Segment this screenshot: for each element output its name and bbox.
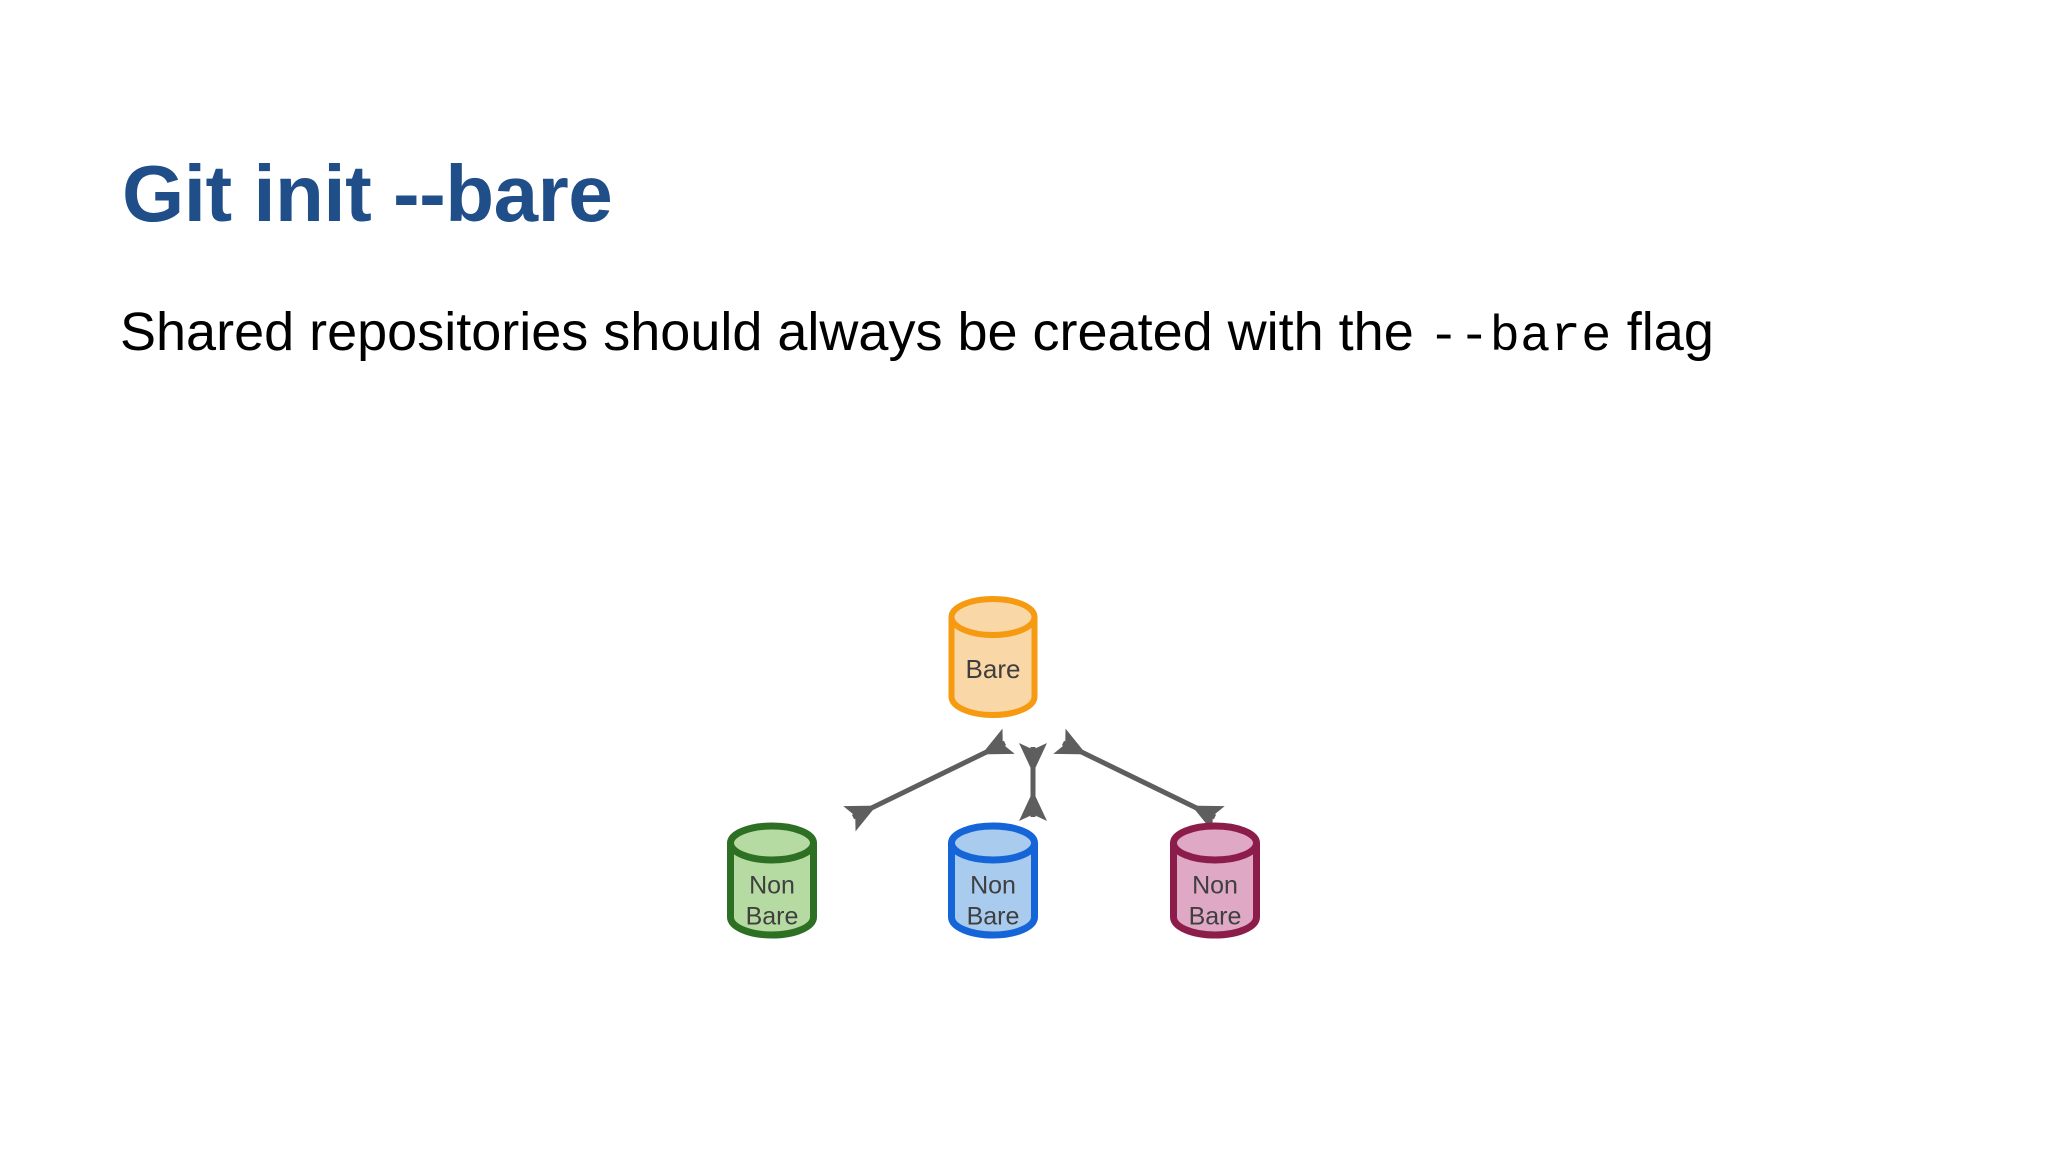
cylinder-green-label-line1: Non: [749, 872, 795, 900]
cylinder-bare[interactable]: Bare: [948, 596, 1115, 718]
body-text-segment-2: flag: [1611, 302, 1714, 362]
body-text-flag-dashes: --: [1428, 309, 1490, 366]
repository-topology-diagram: Bare Non Bare Non Bare Non Bare: [640, 520, 1420, 1060]
cylinder-pink-label-line1: Non: [1192, 872, 1238, 900]
cylinder-blue-label-line2: Bare: [967, 903, 1020, 931]
cylinder-non-bare-green[interactable]: Non Bare: [727, 822, 817, 939]
cylinder-non-bare-blue[interactable]: Non Bare: [948, 822, 1038, 939]
cylinder-bare-shape: [948, 596, 1038, 718]
body-text-flag-name: bare: [1489, 309, 1612, 366]
body-text-segment-1: Shared repositories should always be cre…: [120, 302, 1429, 362]
page-title: Git init --bare: [122, 148, 613, 238]
cylinder-pink-label-line2: Bare: [1189, 903, 1242, 931]
connector-bare-to-pink: [1053, 728, 1225, 832]
cylinder-non-bare-pink[interactable]: Non Bare: [1170, 822, 1260, 939]
cylinder-bare-label: Bare: [966, 654, 1021, 684]
cylinder-blue-label-line1: Non: [970, 872, 1016, 900]
body-paragraph: Shared repositories should always be cre…: [120, 300, 1960, 368]
connector-bare-to-green: [843, 728, 1015, 832]
cylinder-green-label-line2: Bare: [746, 903, 799, 931]
